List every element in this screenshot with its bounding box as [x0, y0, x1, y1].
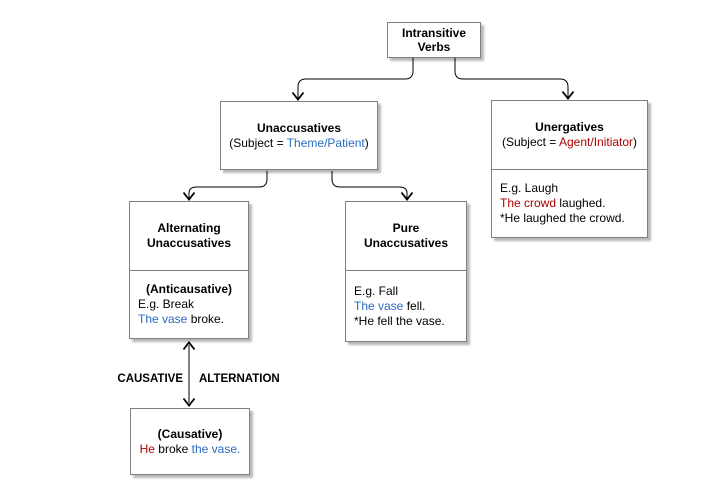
node-intransitive-verbs: Intransitive Verbs: [387, 22, 481, 58]
subject-suffix: ): [364, 135, 369, 150]
example-label: E.g. Fall: [354, 283, 399, 298]
example-rest: fell.: [403, 298, 426, 313]
example-subject: The vase: [354, 298, 404, 313]
node-unaccusatives: Unaccusatives (Subject = Theme/Patient): [220, 101, 378, 170]
arrowhead-unergatives: [561, 90, 575, 100]
node-title: Unergatives: [535, 120, 604, 134]
node-unergatives: Unergatives (Subject = Agent/Initiator) …: [491, 100, 648, 238]
alternation-label: ALTERNATION: [199, 373, 280, 385]
node-causative: (Causative) He broke the vase.: [130, 408, 250, 475]
node-alternating-unaccusatives: Alternating Unaccusatives (Anticausative…: [129, 201, 249, 339]
arrowhead-unaccusatives: [291, 91, 305, 101]
example-subject: He: [139, 441, 155, 456]
subject-line: (Subject = Agent/Initiator): [492, 135, 647, 150]
arrowhead-alternation-up: [182, 341, 196, 351]
connector-unaccusatives-to-pure: [331, 171, 408, 198]
node-title: Unaccusatives: [363, 236, 449, 250]
example-label: E.g. Laugh: [500, 181, 559, 195]
example-good-sentence: The crowd laughed.: [492, 196, 647, 211]
example-good-sentence: The vase fell.: [346, 299, 466, 314]
example-subject: The vase: [138, 312, 188, 326]
node-title: Intransitive: [401, 26, 467, 40]
example-object: the vase.: [191, 441, 241, 456]
connector-intransitive-to-unergatives: [454, 58, 569, 97]
subject-suffix: ): [633, 135, 638, 149]
node-subtitle-causative: (Causative): [157, 426, 223, 441]
example-subject: The crowd: [500, 196, 557, 210]
node-title: Unaccusatives: [256, 120, 342, 135]
node-title: Alternating: [157, 221, 221, 235]
example-bad-sentence: *He laughed the crowd.: [500, 211, 625, 225]
connector-unaccusatives-to-alternating: [188, 171, 268, 198]
subject-prefix: (Subject =: [229, 135, 287, 150]
node-title: Pure: [392, 221, 420, 235]
node-pure-unaccusatives: Pure Unaccusatives E.g. Fall The vase fe…: [345, 201, 467, 342]
subject-role-theme-patient: Theme/Patient: [286, 135, 365, 150]
subject-line: (Subject = Theme/Patient): [221, 136, 377, 151]
example-bad-sentence: *He fell the vase.: [354, 313, 445, 328]
arrowhead-alternation-down: [182, 397, 196, 407]
node-title: Verbs: [417, 40, 451, 54]
node-title: Unaccusatives: [146, 236, 232, 250]
subject-prefix: (Subject =: [501, 135, 559, 149]
example-verb: broke: [154, 441, 192, 456]
example-label: E.g. Break: [138, 297, 195, 311]
arrowhead-alternating: [182, 191, 196, 201]
connector-intransitive-to-unaccusatives: [297, 58, 414, 98]
example-good-sentence: He broke the vase.: [131, 442, 249, 457]
node-subtitle-anticausative: (Anticausative): [145, 282, 233, 296]
causative-label: CAUSATIVE: [117, 373, 183, 385]
example-rest: broke.: [187, 312, 225, 326]
arrowhead-pure: [400, 191, 414, 201]
example-rest: laughed.: [556, 196, 606, 210]
subject-role-agent-initiator: Agent/Initiator: [559, 135, 634, 149]
example-good-sentence: The vase broke.: [130, 312, 248, 327]
